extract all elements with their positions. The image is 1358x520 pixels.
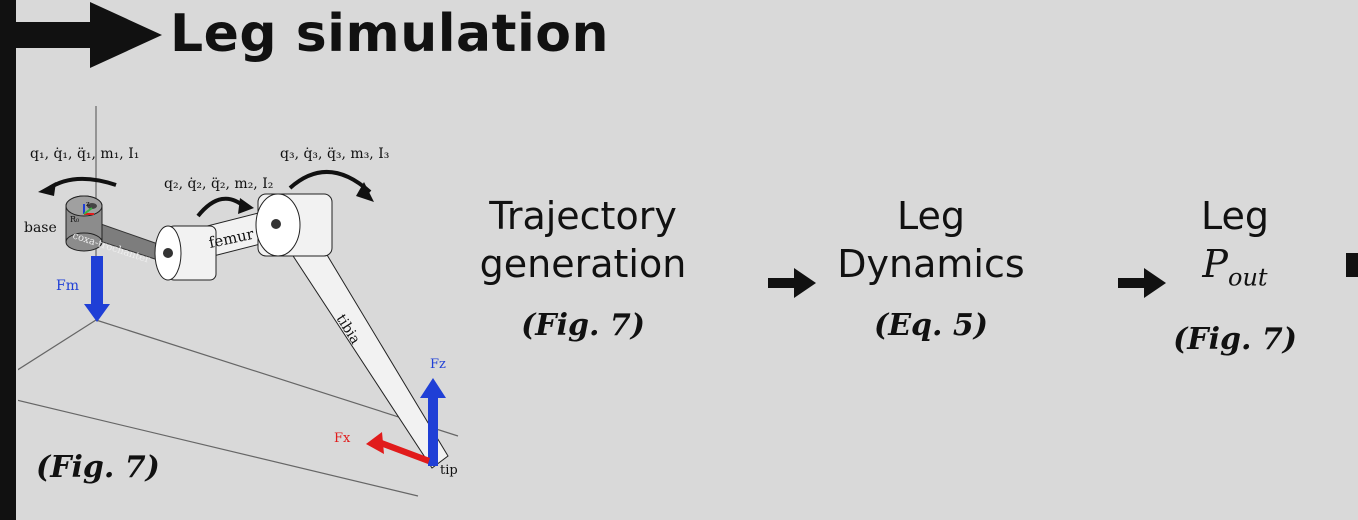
stage-leg-dynamics: Leg Dynamics (Eq. 5) [826,192,1036,350]
flow-arrow-icon [768,268,816,298]
tip-label: tip [440,463,458,478]
stage-label-line1: Leg [896,194,965,238]
stage-leg-power: Leg Pout (Fig. 7) [1170,192,1300,364]
fm-label: Fm [56,278,79,294]
joint3-label: q₃, q̇₃, q̈₃, m₃, I₃ [280,146,389,162]
stage-reference: (Fig. 7) [1173,321,1297,357]
stage-label-line1: Leg [1200,194,1269,238]
stage-reference: (Fig. 7) [521,308,645,343]
header-arrow-icon [0,2,162,68]
left-edge-bar [0,0,16,520]
fx-label: Fx [334,431,351,446]
leg-figure: q₁, q̇₁, q̈₁, m₁, I₁ q₂, q̇₂, q̈₂, m₂, I… [18,106,459,497]
flow-arrow-icon [1118,268,1166,298]
stage-reference: (Eq. 5) [874,308,988,343]
stage-label-line2: generation [479,242,687,286]
room-lines [18,106,459,497]
stage-label-line2: Dynamics [837,242,1025,286]
power-out-symbol: Pout [1202,242,1268,292]
joint2-label: q₂, q̇₂, q̈₂, m₂, I₂ [164,176,273,192]
tibia-link [279,219,449,469]
figure-reference: (Fig. 7) [36,450,160,485]
stage-label-line1: Trajectory [489,194,677,238]
base-frame-axes [83,204,94,215]
section-header: Leg simulation [0,2,700,72]
base-label: base [24,220,57,236]
joint1-label: q₁, q̇₁, q̈₁, m₁, I₁ [30,146,139,162]
page-title: Leg simulation [170,4,610,64]
right-edge-tab [1346,253,1358,277]
joint3-cylinder [255,193,333,257]
fz-label: Fz [430,357,446,372]
joint2-cylinder [154,225,217,281]
stage-trajectory-generation: Trajectory generation (Fig. 7) [458,192,708,350]
r0-label: R₀ [70,215,79,224]
z-axis-label: z [86,200,90,208]
